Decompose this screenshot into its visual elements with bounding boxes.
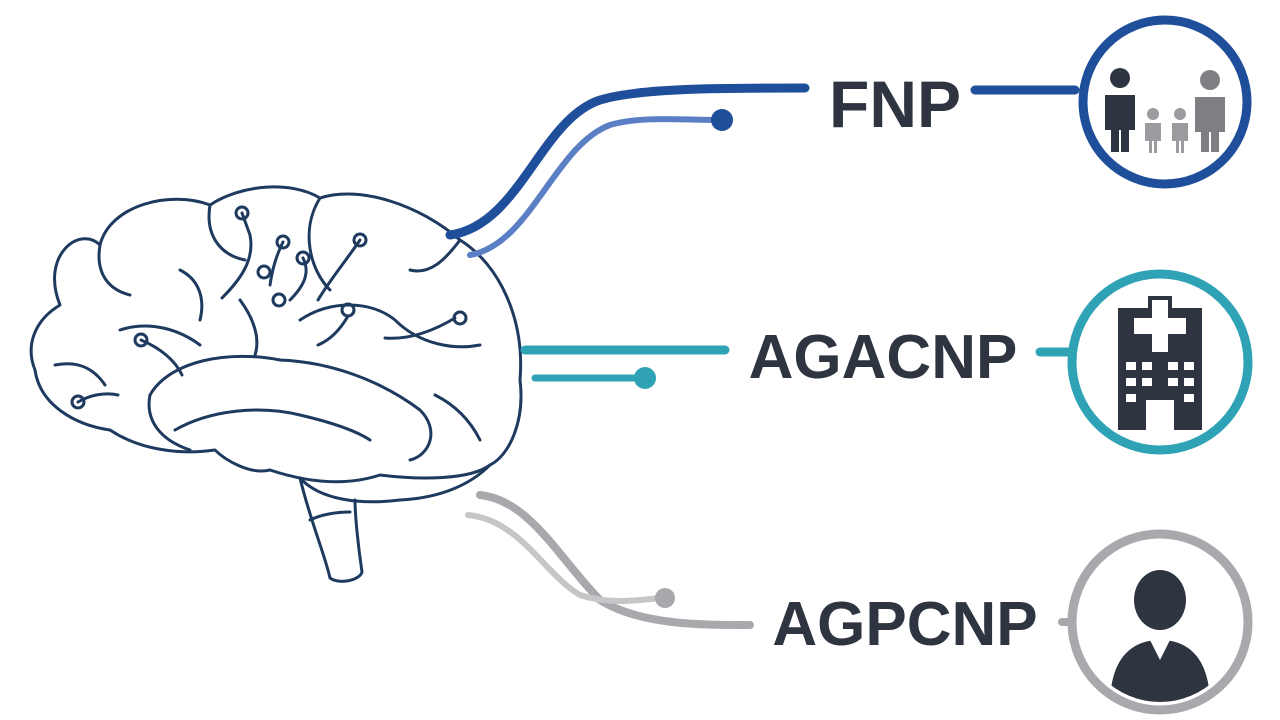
person-icon (1067, 529, 1253, 715)
label-agpcnp: AGPCNP (772, 590, 1037, 659)
connector-agacnp (520, 345, 1080, 389)
connector-fnp (445, 83, 1080, 258)
label-agacnp: AGACNP (749, 323, 1018, 392)
brain-icon (29, 185, 523, 583)
label-fnp: FNP (829, 67, 961, 141)
family-icon (1078, 15, 1252, 189)
hospital-icon (1067, 269, 1253, 455)
